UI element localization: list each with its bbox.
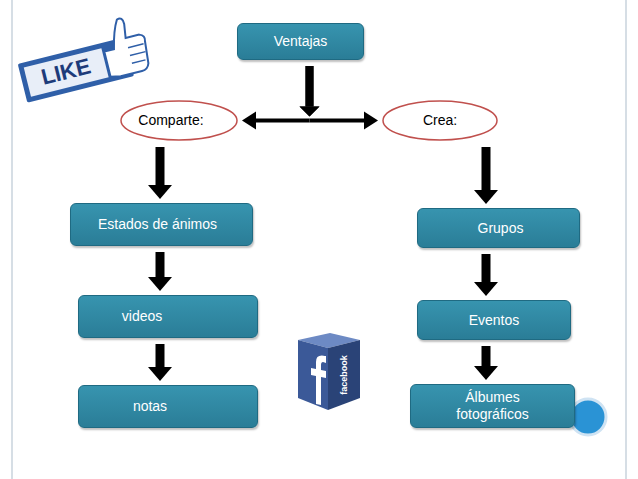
process-box: notas [78, 385, 258, 428]
connector-arrow [148, 344, 172, 381]
like-panel [24, 48, 109, 96]
arrow-shaft [306, 66, 314, 107]
connector-arrow [148, 252, 172, 291]
arrow-head [148, 277, 172, 291]
arrow-line [256, 119, 310, 123]
process-box: videos [78, 295, 258, 338]
arrow-head [474, 282, 498, 296]
cube-front [298, 340, 328, 410]
arrow-shaft [156, 344, 165, 367]
arrow-head [474, 190, 498, 204]
node-text: Crea: [423, 112, 457, 129]
node-text: Grupos [478, 220, 524, 237]
arrow-head [242, 112, 256, 130]
connector-arrow [148, 147, 172, 199]
connector-arrow [242, 66, 320, 130]
arrow-shaft [306, 66, 314, 107]
arrow-head [300, 107, 320, 117]
node-text: Comparte: [138, 112, 203, 129]
process-box: Eventos [417, 300, 571, 340]
node-text: videos [122, 308, 162, 325]
arrow-head [474, 366, 498, 380]
node-text: Eventos [469, 312, 520, 329]
oval-node: Crea: [382, 100, 498, 141]
oval-shape [121, 101, 237, 140]
arrow-shaft [156, 147, 165, 185]
process-box: Ventajas [237, 23, 364, 60]
node-text: Estados de ánimos [98, 216, 217, 233]
arrow-head [148, 367, 172, 381]
connector-arrow [474, 254, 498, 296]
arrow-head [364, 112, 378, 130]
arrow-head [300, 107, 320, 117]
arrow-shaft [482, 147, 491, 190]
connector-arrow [474, 147, 498, 204]
connector-arrow [300, 66, 379, 130]
arrow-line [310, 119, 365, 123]
node-text: Ventajas [274, 33, 328, 50]
connector-arrow [474, 346, 498, 380]
facebook-cube [298, 333, 360, 410]
arrow-shaft [156, 252, 165, 277]
arrow-shaft [482, 254, 491, 282]
frame-line [11, 0, 13, 479]
process-box: Grupos [417, 208, 580, 248]
thumb-fingers [128, 44, 147, 63]
arrow-head [148, 185, 172, 199]
process-box: Estados de ánimos [70, 203, 253, 246]
thumb-up [97, 14, 152, 79]
like-icon [12, 14, 153, 104]
slide-dot [570, 399, 606, 435]
process-box: Álbumes fotográficos [410, 384, 575, 428]
oval-node: Comparte: [120, 100, 238, 141]
node-text: Álbumes fotográficos [438, 389, 548, 423]
node-text: notas [133, 398, 167, 415]
facebook-logo [311, 356, 326, 405]
brand-text: facebook [338, 345, 350, 405]
frame-line [625, 0, 627, 479]
cube-side [328, 340, 360, 410]
oval-shape [383, 101, 497, 140]
arrow-shaft [482, 346, 491, 366]
